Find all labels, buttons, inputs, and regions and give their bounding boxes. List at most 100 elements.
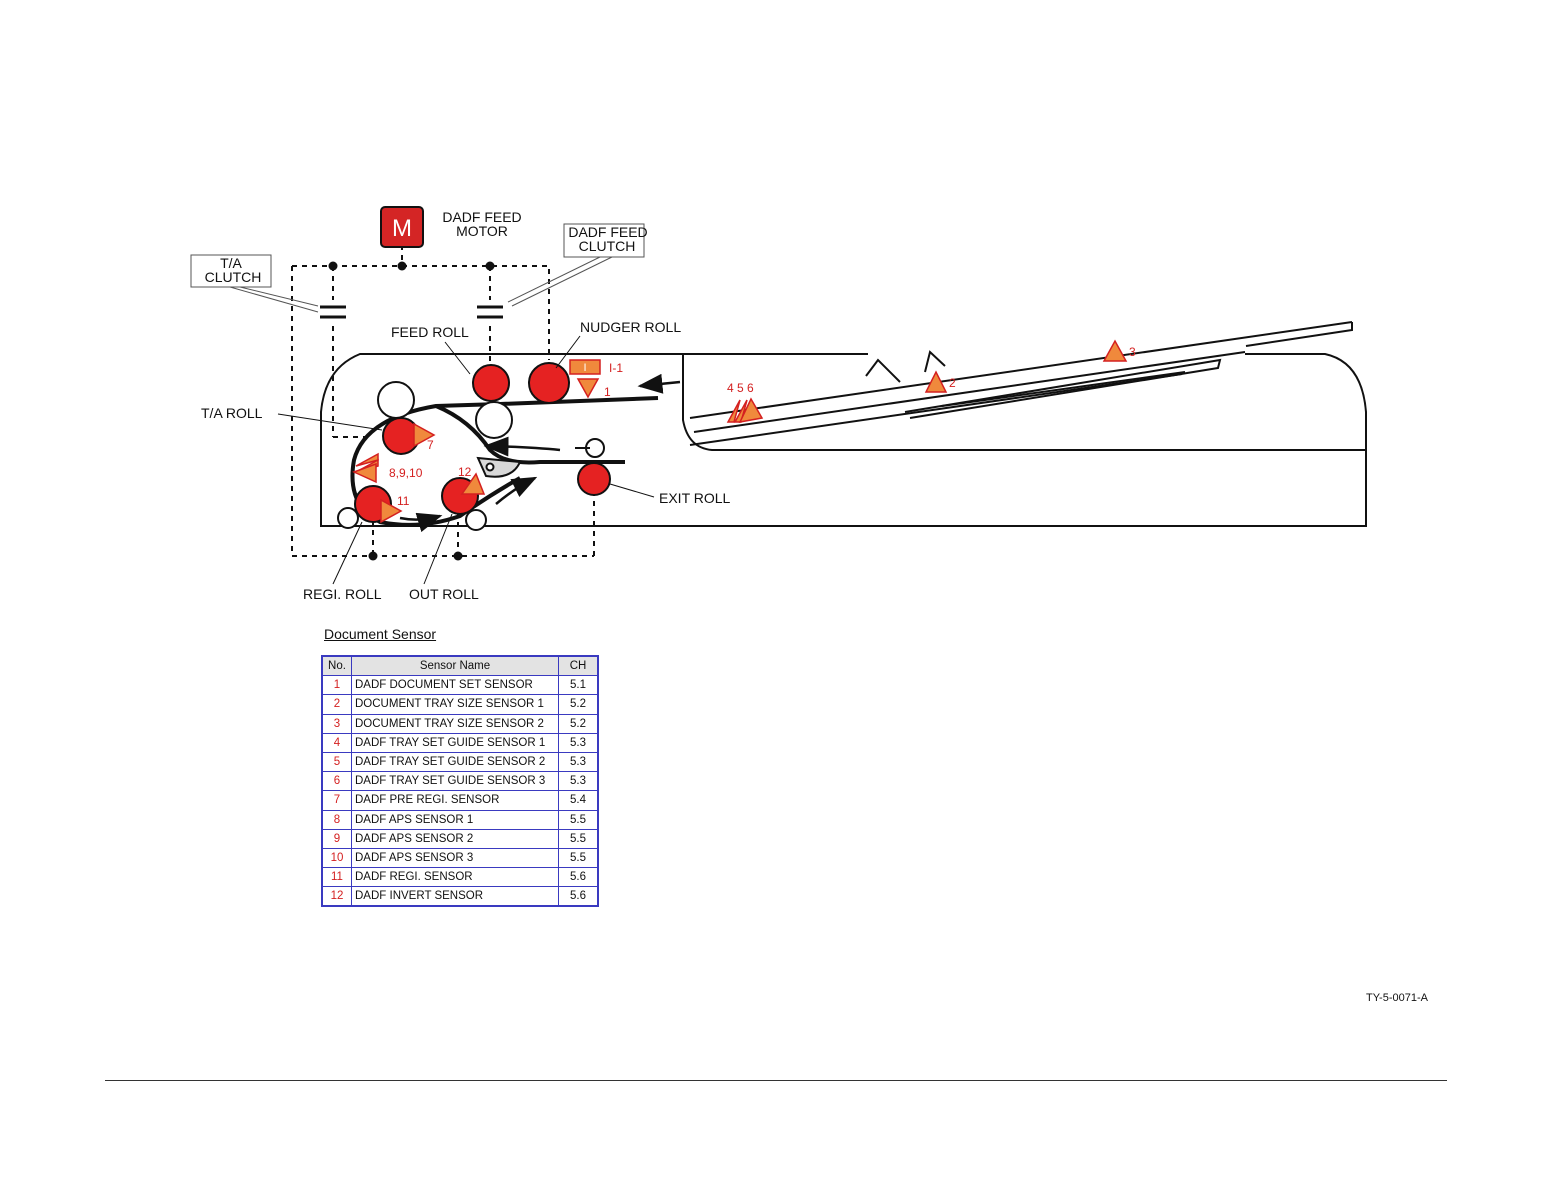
sensor-3-marker [1102, 339, 1128, 362]
sensor-8-9-10-number: 8,9,10 [389, 466, 423, 480]
sensor-i1-symbol: I [583, 362, 586, 374]
row-no: 2 [321, 694, 352, 715]
row-name: DADF TRAY SET GUIDE SENSOR 1 [351, 732, 559, 753]
header-no: No. [321, 655, 352, 677]
nudger-roll-label: NUDGER ROLL [580, 319, 681, 335]
feed-clutch-label: DADF FEED CLUTCH [507, 223, 648, 307]
dadf-drive-diagram: M DADF FEED MOTOR T/A CLUTCH DADF FEED C… [190, 206, 1367, 602]
document-sensor-title: Document Sensor [324, 626, 437, 642]
ta-roll-label: T/A ROLL [201, 405, 263, 421]
row-no: 3 [321, 713, 352, 734]
row-name: DADF APS SENSOR 2 [351, 828, 559, 849]
row-ch: 5.6 [558, 886, 599, 907]
sensor-7-marker [413, 422, 436, 448]
row-name: DADF REGI. SENSOR [351, 867, 559, 888]
row-ch: 5.6 [558, 867, 599, 888]
row-no: 9 [321, 828, 352, 849]
row-ch: 5.5 [558, 809, 599, 830]
feed-clutch-symbol [477, 300, 503, 324]
sensor-4-5-6-marker [726, 397, 764, 424]
sensor-11-marker [380, 498, 403, 524]
row-name: DOCUMENT TRAY SIZE SENSOR 1 [351, 694, 559, 715]
regi-roll-label: REGI. ROLL [303, 586, 382, 602]
header-ch: CH [558, 655, 599, 677]
feed-roll [472, 364, 510, 402]
motor-symbol: M [392, 215, 412, 242]
ta-clutch-line1: T/A [220, 255, 242, 271]
row-no: 7 [321, 790, 352, 811]
row-ch: 5.3 [558, 771, 599, 792]
invert-gate [476, 438, 605, 478]
dadf-feed-motor: M [380, 206, 424, 248]
sensor-8-9-10-marker [352, 452, 379, 484]
row-name: DADF APS SENSOR 3 [351, 847, 559, 869]
sensor-i1-number: I-1 [609, 361, 623, 375]
sensor-4-5-6-number: 4 5 6 [727, 381, 754, 395]
row-name: DADF DOCUMENT SET SENSOR [351, 675, 559, 696]
flow-arrows [399, 373, 681, 533]
row-no: 10 [321, 847, 352, 869]
row-ch: 5.4 [558, 790, 599, 811]
table-header-row: No. Sensor Name CH [321, 655, 599, 677]
figure-id: TY-5-0071-A [1366, 992, 1428, 1004]
row-name: DADF PRE REGI. SENSOR [351, 790, 559, 811]
sensor-7-number: 7 [427, 438, 434, 452]
ta-clutch-symbol [320, 300, 346, 324]
out-roll-label: OUT ROLL [409, 586, 479, 602]
row-ch: 5.2 [558, 694, 599, 715]
exit-roll [577, 462, 611, 496]
motor-label-line2: MOTOR [456, 223, 508, 239]
footer-divider [105, 1080, 1447, 1081]
row-name: DADF TRAY SET GUIDE SENSOR 3 [351, 771, 559, 792]
junction-dots [328, 261, 495, 561]
row-no: 11 [321, 867, 352, 888]
row-no: 12 [321, 886, 352, 907]
row-no: 1 [321, 675, 352, 696]
row-no: 4 [321, 732, 352, 753]
row-name: DADF INVERT SENSOR [351, 886, 559, 907]
feed-clutch-line1: DADF FEED [568, 224, 647, 240]
sensor-12-marker [460, 472, 486, 495]
header-sensor-name: Sensor Name [351, 655, 559, 677]
row-ch: 5.5 [558, 828, 599, 849]
dadf-housing [320, 353, 1367, 527]
sensor-1-number: 1 [604, 385, 611, 399]
sensor-2-marker [924, 370, 948, 393]
exit-roll-label: EXIT ROLL [659, 490, 731, 506]
ta-clutch-label: T/A CLUTCH [190, 254, 319, 313]
row-ch: 5.5 [558, 847, 599, 869]
sensor-12-number: 12 [458, 465, 472, 479]
row-no: 5 [321, 751, 352, 773]
row-name: DADF TRAY SET GUIDE SENSOR 2 [351, 751, 559, 773]
motor-label-line1: DADF FEED [442, 209, 521, 225]
row-ch: 5.3 [558, 732, 599, 753]
feed-roll-label: FEED ROLL [391, 324, 469, 340]
sensor-3-number: 3 [1129, 345, 1136, 359]
sensor-i1: I [569, 359, 601, 375]
row-no: 6 [321, 771, 352, 792]
sensor-11-number: 11 [397, 494, 410, 508]
row-ch: 5.2 [558, 713, 599, 734]
sensor-2-number: 2 [949, 376, 956, 390]
idler-rolls [337, 381, 513, 531]
ta-clutch-line2: CLUTCH [205, 269, 262, 285]
row-name: DADF APS SENSOR 1 [351, 809, 559, 830]
row-ch: 5.1 [558, 675, 599, 696]
row-ch: 5.3 [558, 751, 599, 773]
row-no: 8 [321, 809, 352, 830]
sensor-1-marker [576, 378, 600, 399]
nudger-roll [528, 362, 570, 404]
